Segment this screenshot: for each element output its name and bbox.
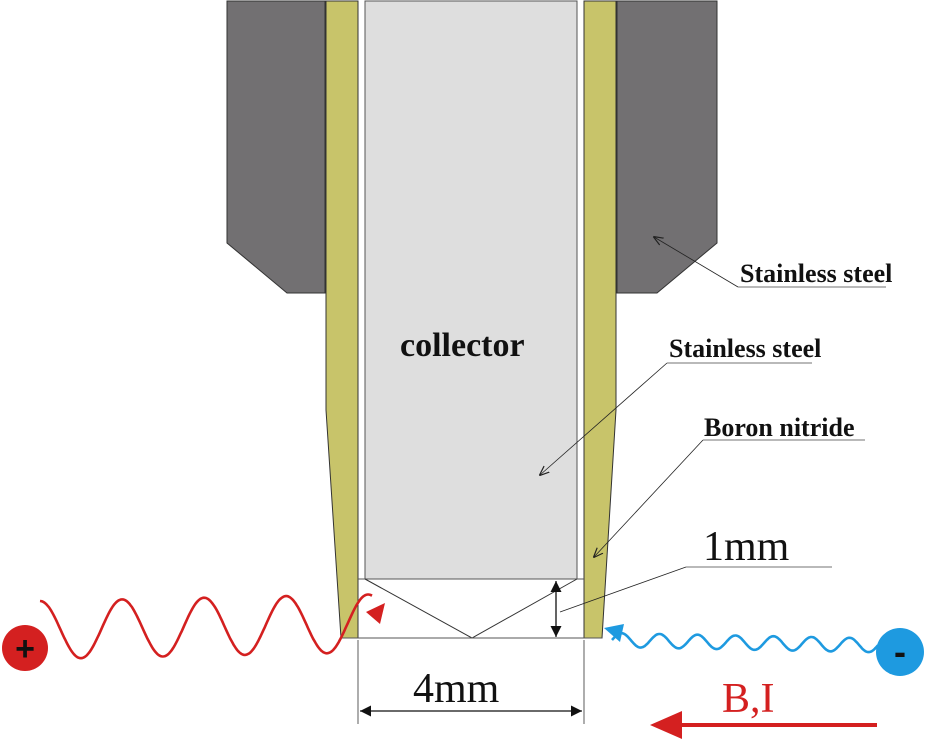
collector-material-annotation: Stainless steel — [540, 334, 821, 475]
width-dimension-label: 4mm — [413, 666, 500, 712]
negative-sign: - — [894, 631, 906, 672]
collector-material-label: Stainless steel — [669, 334, 821, 363]
negative-arrowhead — [604, 624, 624, 642]
width-dimension: 4mm — [357, 640, 585, 724]
positive-particle-trajectory — [39, 593, 385, 660]
positive-arrowhead — [366, 603, 385, 624]
outer-leader-line — [654, 237, 739, 288]
collector-body — [364, 0, 578, 580]
gap-dimension: 1mm — [550, 524, 832, 637]
field-direction-arrowhead — [650, 711, 682, 739]
gap-leader-line — [559, 566, 687, 613]
minus-circle-icon — [876, 628, 924, 676]
outer-material-annotation: Stainless steel — [654, 237, 892, 288]
outer-holder-left — [226, 0, 326, 294]
negative-particle: - — [876, 628, 924, 676]
insulator-material-label: Boron nitride — [704, 413, 854, 442]
collector-leader-line — [540, 362, 668, 475]
gap-dimension-label: 1mm — [703, 524, 790, 570]
insulator-right — [583, 0, 617, 639]
positive-wave-path — [39, 593, 373, 660]
negative-particle-trajectory — [604, 624, 879, 654]
plus-circle-icon — [2, 625, 48, 671]
positive-sign: + — [15, 630, 35, 668]
outer-material-label: Stainless steel — [740, 259, 892, 288]
negative-wave-path — [611, 631, 879, 654]
collector-label: collector — [400, 327, 525, 364]
positive-particle: + — [2, 625, 48, 671]
outer-holder-right — [616, 0, 718, 294]
insulator-material-annotation: Boron nitride — [594, 413, 865, 557]
field-direction-indicator: B,I — [650, 676, 877, 739]
collector-cone — [364, 578, 578, 639]
insulator-left — [325, 0, 359, 639]
field-direction-label: B,I — [722, 676, 775, 722]
insulator-leader-line — [594, 439, 704, 557]
